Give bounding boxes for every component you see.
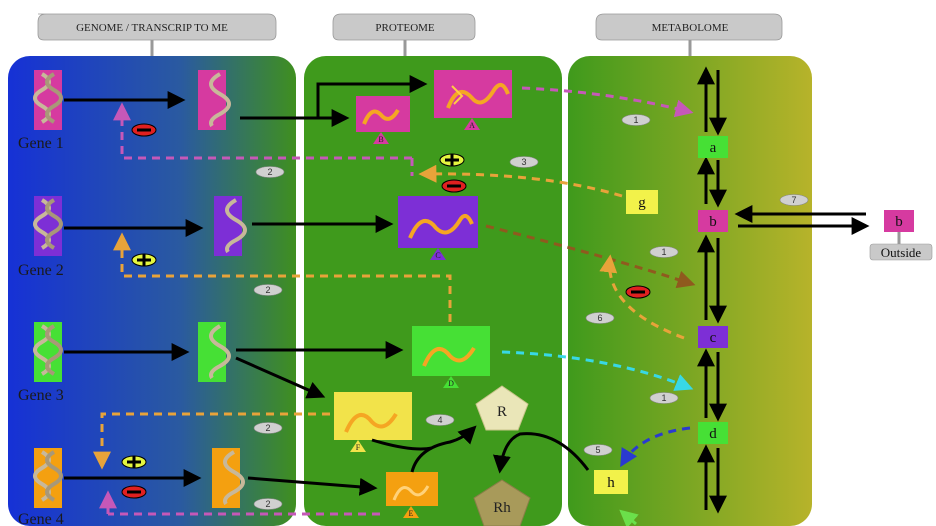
metabolite-h: h [594, 470, 628, 494]
gene-2-label: Gene 2 [18, 262, 64, 279]
svg-text:6: 6 [597, 313, 602, 323]
genome-header: GENOME / TRANSCRIP TO ME [38, 14, 276, 56]
step-badge-5: 5 [584, 445, 612, 456]
metabolome-header: METABOLOME [596, 14, 782, 56]
step-badge-4: 4 [426, 415, 454, 426]
metabolite-a-label: a [710, 140, 717, 156]
gene-3-rna-icon [198, 322, 229, 382]
step-badge-1b: 1 [650, 247, 678, 258]
svg-text:2: 2 [265, 285, 270, 295]
gene-3-dna-icon [34, 322, 62, 382]
inhibition-marker-gene-1 [132, 124, 156, 136]
svg-text:5: 5 [595, 445, 600, 455]
protein-f-label: F [356, 443, 361, 452]
metabolite-g: g [626, 190, 658, 214]
outside-metabolite-label: b [895, 214, 903, 230]
metabolite-d-label: d [709, 426, 717, 442]
receptor-r-label: R [497, 404, 507, 420]
gene-4-label: Gene 4 [18, 511, 64, 526]
step-badge-6: 6 [586, 313, 614, 324]
metabolome-panel [568, 56, 812, 526]
proteome-header-label: PROTEOME [375, 22, 435, 34]
activation-marker-3 [440, 154, 464, 166]
step-badge-2b: 2 [254, 285, 282, 296]
svg-text:3: 3 [521, 157, 526, 167]
gene-1-label: Gene 1 [18, 135, 64, 152]
svg-text:1: 1 [661, 393, 666, 403]
receptor-rh-label: Rh [493, 500, 511, 516]
svg-text:1: 1 [661, 247, 666, 257]
genome-header-label: GENOME / TRANSCRIP TO ME [76, 22, 228, 34]
svg-text:2: 2 [265, 499, 270, 509]
gene-4-dna-icon [34, 448, 62, 508]
protein-a-label: A [469, 121, 475, 130]
metabolite-g-label: g [638, 195, 646, 211]
metabolite-c: c [698, 326, 728, 348]
svg-text:7: 7 [791, 195, 796, 205]
outside-metabolite: b Outside [870, 210, 932, 260]
metabolite-h-label: h [607, 475, 615, 491]
proteome-header: PROTEOME [333, 14, 475, 56]
metabolite-b: b [698, 210, 728, 232]
step-badge-2c: 2 [254, 423, 282, 434]
metabolome-header-label: METABOLOME [652, 22, 729, 34]
gene-3-label: Gene 3 [18, 387, 64, 404]
step-badge-1a: 1 [622, 115, 650, 126]
activation-marker-gene-2 [132, 254, 156, 266]
metabolite-a: a [698, 136, 728, 158]
step-badge-7: 7 [780, 195, 808, 206]
protein-e-label: E [409, 509, 414, 518]
gene-4-rna-icon [212, 448, 243, 508]
protein-c-label: C [435, 251, 440, 260]
protein-b-label: B [378, 135, 383, 144]
step-badge-3: 3 [510, 157, 538, 168]
protein-d-label: D [448, 379, 454, 388]
step-badge-1c: 1 [650, 393, 678, 404]
inhibition-marker-3 [442, 180, 466, 192]
activation-marker-gene-4 [122, 456, 146, 468]
outside-label: Outside [881, 245, 922, 260]
svg-text:2: 2 [265, 423, 270, 433]
gene-1-dna-icon [34, 70, 62, 130]
gene-2-rna-icon [214, 196, 245, 256]
svg-text:1: 1 [633, 115, 638, 125]
gene-1-rna-icon [198, 70, 229, 130]
svg-text:4: 4 [437, 415, 442, 425]
svg-text:2: 2 [267, 167, 272, 177]
step-badge-2a: 2 [256, 167, 284, 178]
metabolite-d: d [698, 422, 728, 444]
metabolite-c-label: c [710, 330, 717, 346]
step-badge-2d: 2 [254, 499, 282, 510]
inhibition-marker-6 [626, 286, 650, 298]
proteome-panel [304, 56, 562, 526]
gene-2-dna-icon [34, 196, 62, 256]
inhibition-marker-gene-4 [122, 486, 146, 498]
metabolite-b-label: b [709, 214, 717, 230]
